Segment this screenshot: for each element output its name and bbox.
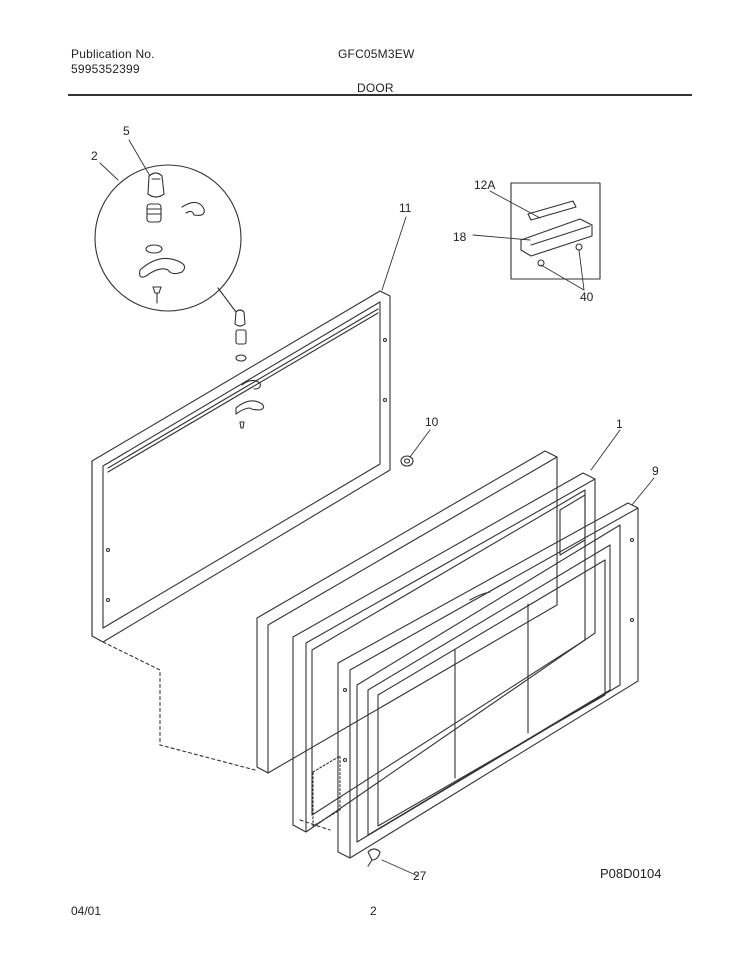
callout-11: 11	[399, 201, 412, 215]
publication-number: 5995352399	[71, 62, 140, 76]
publication-label: Publication No.	[71, 47, 155, 61]
callout-1: 1	[616, 417, 623, 431]
footer-page-number: 2	[370, 904, 377, 918]
door-frame	[292, 472, 596, 833]
door-gasket	[337, 502, 639, 859]
callout-27: 27	[413, 869, 427, 883]
callout-18: 18	[453, 230, 467, 244]
screw-part	[367, 848, 381, 867]
callout-9: 9	[652, 464, 659, 478]
callout-12a: 12A	[474, 178, 495, 192]
callout-10: 10	[425, 415, 439, 429]
leader-lines	[99, 139, 655, 877]
door-liner-panel	[91, 290, 391, 643]
cabinet-outline-dashed	[102, 641, 331, 831]
callout-5: 5	[123, 124, 130, 138]
model-number: GFC05M3EW	[338, 47, 415, 61]
section-title: DOOR	[357, 81, 394, 95]
hinge-parts-on-liner	[234, 309, 265, 429]
handle-detail-box	[510, 182, 601, 280]
hinge-detail-circle	[94, 164, 242, 312]
callout-40: 40	[580, 290, 594, 304]
plug-part	[400, 455, 414, 467]
header-rule	[68, 94, 692, 96]
drawing-code: P08D0104	[600, 866, 661, 881]
door-core-panel	[256, 450, 558, 774]
callout-2: 2	[91, 149, 98, 163]
footer-date: 04/01	[71, 904, 102, 918]
